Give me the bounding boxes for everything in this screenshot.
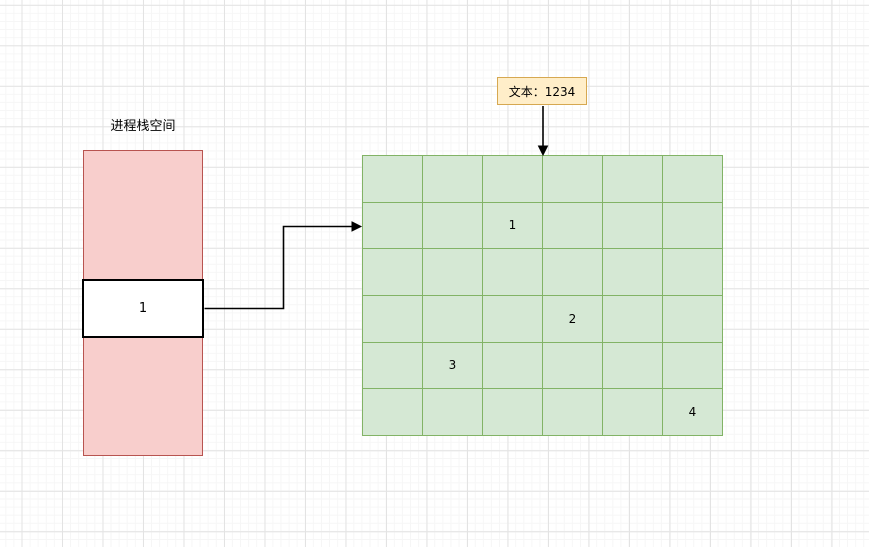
memory-grid-cell [483,156,542,202]
memory-grid-cell [663,156,722,202]
memory-grid-cell [363,202,422,249]
memory-grid-cell [423,249,482,295]
memory-grid-cell [483,296,542,342]
memory-grid-cell [603,296,662,342]
memory-grid-cell [483,249,542,295]
memory-grid-cell: 4 [663,389,722,435]
text-annotation-label: 文本：1234 [508,84,576,99]
text-annotation-box[interactable]: 文本：1234 [497,77,587,105]
memory-grid-cell [543,389,602,435]
memory-grid[interactable]: 1 2 3 4 [362,155,723,436]
memory-grid-cell [483,389,542,435]
memory-grid-cell [663,342,722,389]
stack-slot[interactable]: 1 [82,279,204,338]
memory-grid-cell [363,156,422,202]
process-stack-title: 进程栈空间 [110,119,176,134]
stack-to-grid-arrowhead-icon [351,221,363,232]
memory-grid-cell [363,249,422,295]
memory-grid-cell [363,389,422,435]
memory-grid-cell [363,342,422,389]
memory-grid-cell [603,156,662,202]
memory-grid-cell [543,202,602,249]
memory-grid-cell [423,156,482,202]
memory-grid-cell [603,249,662,295]
memory-grid-cell: 2 [543,296,602,342]
memory-grid-cell [423,202,482,249]
memory-grid-cell [423,296,482,342]
annotation-to-grid-arrowhead-icon [537,145,549,157]
memory-grid-cell [663,296,722,342]
memory-grid-cell [543,156,602,202]
memory-grid-cell [603,389,662,435]
memory-grid-cell: 1 [483,202,542,249]
memory-grid-cell [543,342,602,389]
memory-grid-cell [423,389,482,435]
memory-grid-cell: 3 [423,342,482,389]
stack-to-grid-connector[interactable] [204,225,353,310]
memory-grid-cell [483,342,542,389]
stack-slot-value: 1 [138,301,148,316]
memory-grid-cell [663,202,722,249]
memory-grid-cell [543,249,602,295]
memory-grid-cell [603,342,662,389]
memory-grid-cell [603,202,662,249]
memory-grid-cell [663,249,722,295]
memory-grid-cell [363,296,422,342]
